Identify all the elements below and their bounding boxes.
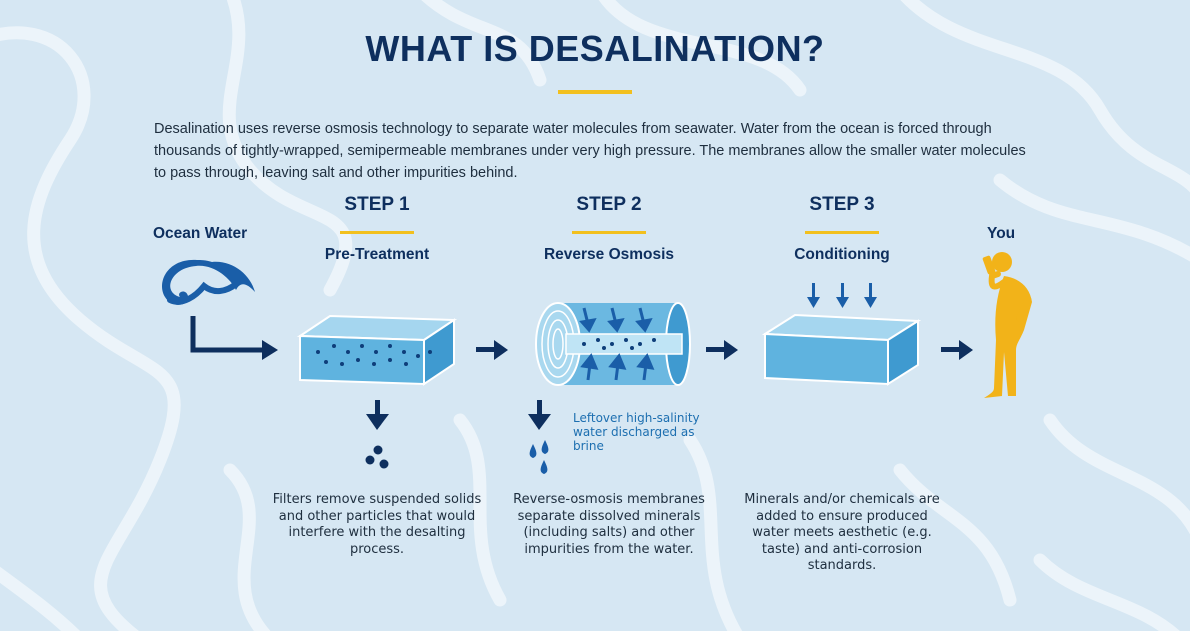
step-1-description: Filters remove suspended solids and othe… — [272, 492, 482, 557]
step-3-heading: STEP 3 — [809, 194, 875, 215]
wave-icon — [162, 259, 255, 305]
step-3-description: Minerals and/or chemicals are added to e… — [744, 492, 940, 573]
filter-tank-icon — [296, 314, 458, 386]
step-1-heading: STEP 1 — [344, 194, 410, 215]
step-2-down-arrow — [528, 400, 551, 430]
intro-paragraph: Desalination uses reverse osmosis techno… — [154, 121, 1026, 181]
step-2-name: Reverse Osmosis — [543, 246, 675, 263]
step-2-description: Reverse-osmosis membranes separate disso… — [513, 492, 705, 557]
brine-drops-icon — [529, 440, 549, 474]
person-drinking-icon — [982, 252, 1032, 398]
step-2-underline — [572, 231, 646, 234]
step-1-underline — [340, 231, 414, 234]
you-label: You — [987, 225, 1016, 242]
step-1-name: Pre-Treatment — [324, 246, 430, 263]
conditioning-tank-icon — [761, 313, 922, 386]
page-title: WHAT IS DESALINATION? — [365, 28, 825, 69]
title-underline — [558, 90, 632, 94]
membrane-cylinder-icon — [535, 302, 691, 386]
ocean-inlet-arrow — [190, 316, 278, 360]
step-3-underline — [805, 231, 879, 234]
ocean-water-label: Ocean Water — [153, 225, 248, 242]
particles-icon — [365, 445, 389, 469]
step-1-down-arrow — [366, 400, 389, 430]
brine-note: Leftover high-salinity water discharged … — [573, 411, 700, 453]
additive-arrows — [807, 283, 877, 308]
flow-arrow-2 — [706, 340, 738, 360]
step-2-heading: STEP 2 — [576, 194, 642, 215]
flow-arrow-1 — [476, 340, 508, 360]
flow-arrow-3 — [941, 340, 973, 360]
step-3-name: Conditioning — [794, 246, 890, 263]
